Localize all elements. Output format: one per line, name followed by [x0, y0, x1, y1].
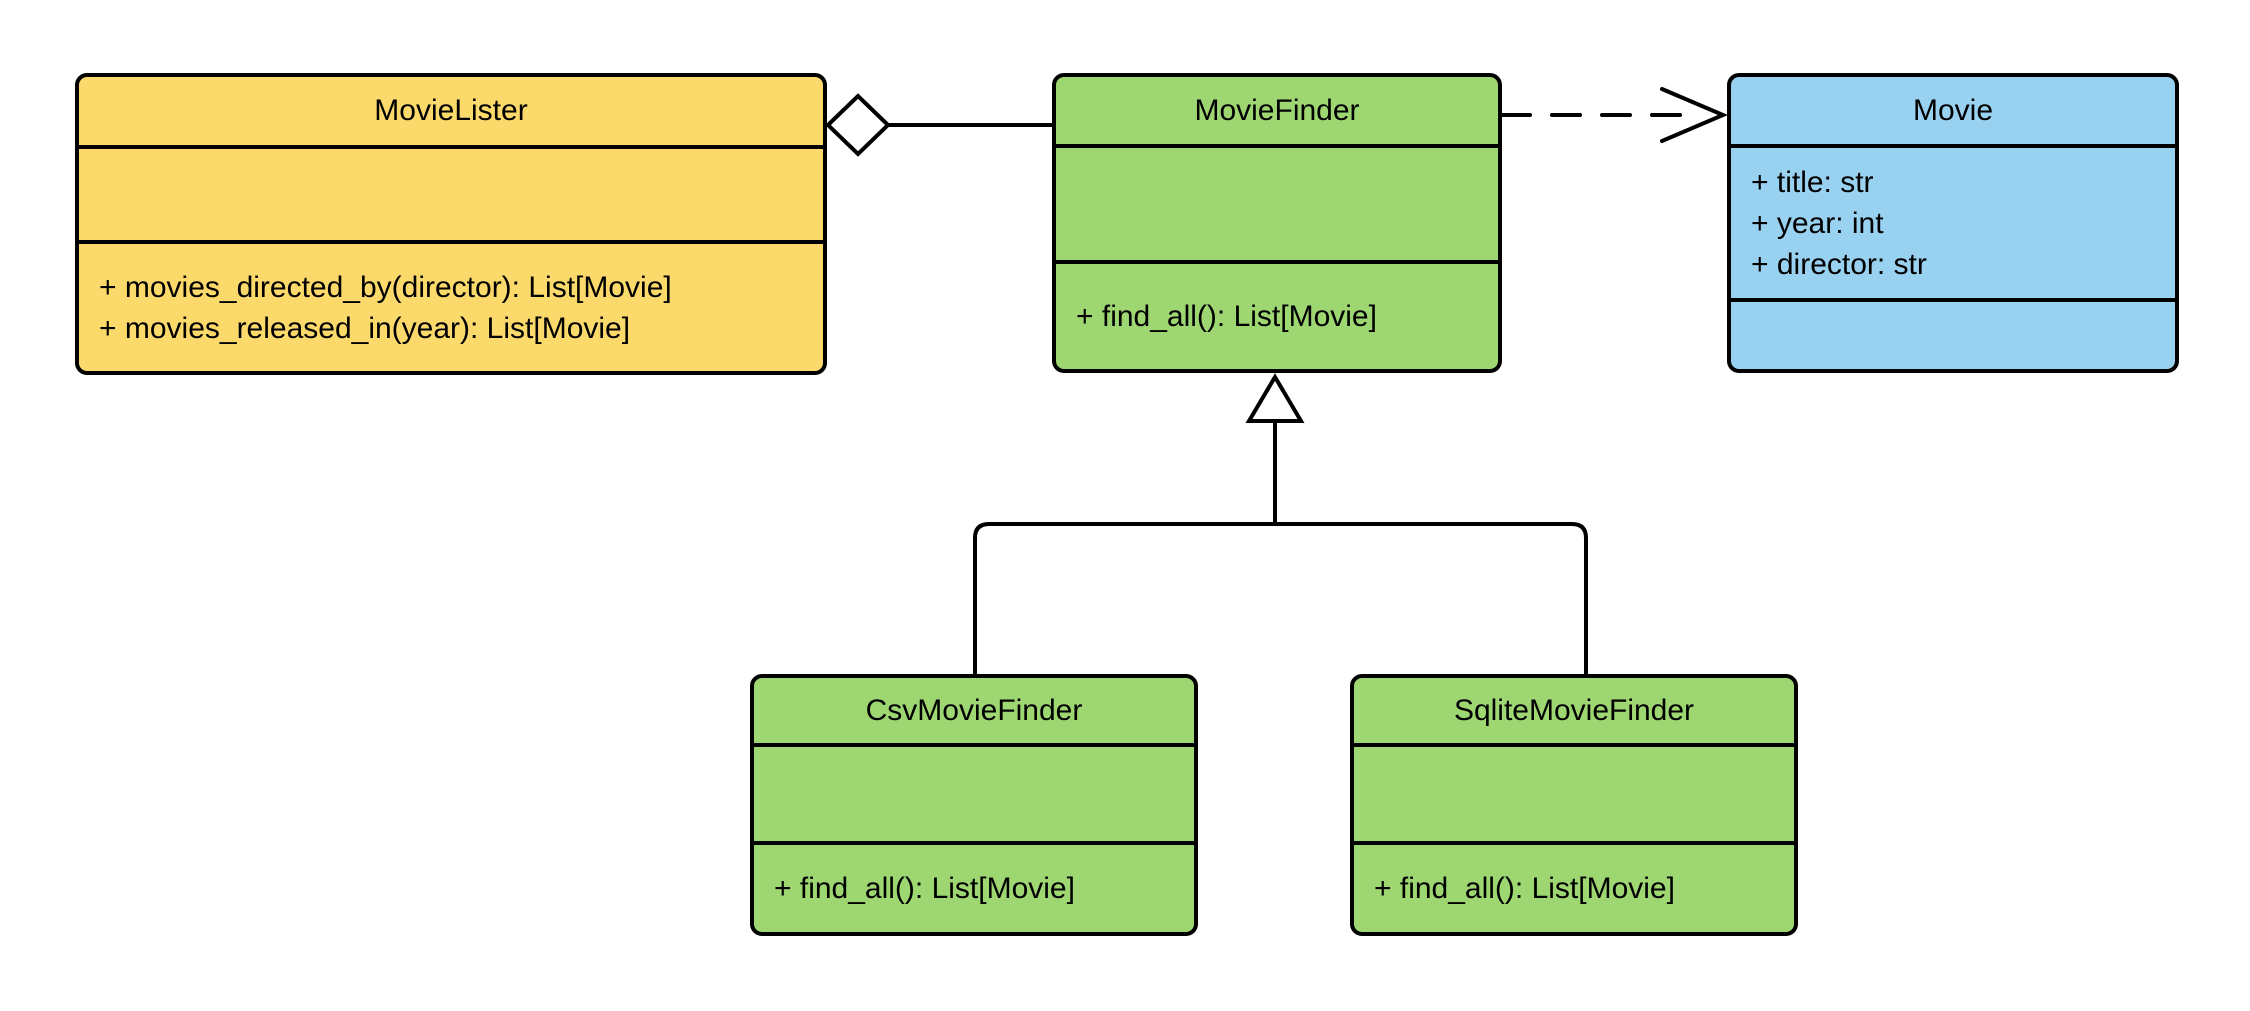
class-title-movielister: MovieLister: [374, 94, 528, 127]
class-methods-moviefinder: + find_all(): List[Movie]: [1056, 260, 1498, 369]
class-box-moviefinder: MovieFinder + find_all(): List[Movie]: [1052, 73, 1502, 373]
class-methods-sqlitemoviefinder: + find_all(): List[Movie]: [1354, 841, 1794, 932]
class-methods-movie: [1731, 298, 2175, 369]
class-methods-csvmoviefinder: + find_all(): List[Movie]: [754, 841, 1194, 932]
class-title-csvmoviefinder: CsvMovieFinder: [865, 693, 1083, 727]
class-attributes-moviefinder: [1056, 144, 1498, 260]
aggregation-diamond-icon: [825, 93, 891, 157]
attribute-text: + title: str: [1751, 165, 1874, 199]
class-title-sqlitemoviefinder: SqliteMovieFinder: [1453, 693, 1695, 727]
class-box-csvmoviefinder: CsvMovieFinder + find_all(): List[Movie]: [750, 674, 1198, 936]
class-attributes-sqlitemoviefinder: [1354, 743, 1794, 841]
generalization-branch-line: [973, 522, 1588, 676]
class-box-movie: Movie + title: str + year: int + directo…: [1727, 73, 2179, 373]
class-attributes-movie: + title: str + year: int + director: str: [1731, 144, 2175, 298]
method-text: + find_all(): List[Movie]: [1076, 300, 1377, 333]
dependency-arrowhead-icon: [1660, 87, 1729, 143]
class-title-movie: Movie: [1912, 93, 1994, 127]
class-box-sqlitemoviefinder: SqliteMovieFinder + find_all(): List[Mov…: [1350, 674, 1798, 936]
generalization-triangle-icon: [1245, 373, 1305, 423]
attribute-text: + year: int: [1751, 206, 1884, 240]
method-text: + find_all(): List[Movie]: [1374, 872, 1675, 905]
attribute-text: + director: str: [1751, 247, 1927, 281]
class-attributes-csvmoviefinder: [754, 743, 1194, 841]
method-text: + movies_released_in(year): List[Movie]: [99, 311, 631, 345]
class-methods-movielister: + movies_directed_by(director): List[Mov…: [79, 240, 823, 371]
method-text: + movies_directed_by(director): List[Mov…: [99, 270, 672, 304]
method-text: + find_all(): List[Movie]: [774, 872, 1075, 905]
class-attributes-movielister: [79, 145, 823, 240]
class-box-movielister: MovieLister + movies_directed_by(directo…: [75, 73, 827, 375]
class-title-moviefinder: MovieFinder: [1194, 93, 1360, 127]
